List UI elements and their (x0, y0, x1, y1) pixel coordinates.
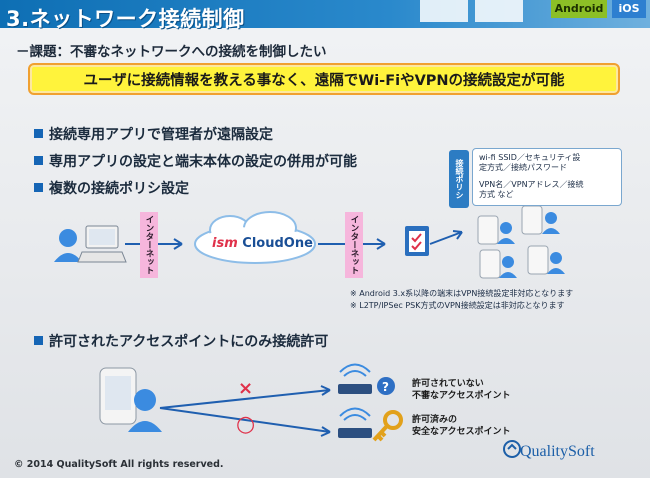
cloud-icon (194, 211, 316, 264)
deny-label-line: 不審なアクセスポイント (412, 391, 511, 401)
highlight-banner: ユーザに接続情報を教える事なく、遠隔でWi-FiやVPNの接続設定が可能 (28, 63, 620, 95)
cloudone-logo: ism CloudOne (212, 236, 313, 251)
untrusted-access-point-icon: ? (338, 363, 395, 395)
mobile-user-icon (99, 367, 162, 432)
policy-clipboard-icon (405, 226, 429, 256)
policy-callout: wi-fi SSID／セキュリティ設 定方式／接続パスワード VPN名／VPNア… (472, 148, 622, 206)
policy-line: 定方式／接続パスワード (479, 163, 567, 172)
policy-line: wi-fi SSID／セキュリティ設 (479, 153, 581, 162)
access-heading: 許可されたアクセスポイントにのみ接続許可 (34, 331, 328, 351)
policy-tag: 接続ポリシ (449, 150, 469, 208)
internet-label-left: インターネット (140, 212, 158, 278)
trusted-access-point-icon (338, 407, 403, 442)
note-android: ※ Android 3.x系以降の端末はVPN接続設定非対応となります (350, 289, 574, 298)
note-l2tp: ※ L2TP/IPSec PSK方式のVPN接続設定は非対応となります (350, 301, 565, 310)
subtitle: －課題：不審なネットワークへの接続を制御したい (16, 44, 327, 60)
cloudone-name: CloudOne (242, 236, 313, 251)
allow-label-line: 許可済みの (412, 415, 458, 425)
policy-line: VPN名／VPNアドレス／接続 (479, 180, 584, 189)
slide-title: 3.ネットワーク接続制御 (6, 7, 245, 31)
deny-mark: × (238, 378, 254, 399)
internet-label-right: インターネット (345, 212, 363, 278)
header-decoration (475, 0, 523, 22)
title-bar (0, 0, 650, 28)
android-tag: Android (551, 0, 607, 18)
bullet-item: 専用アプリの設定と端末本体の設定の併用が可能 (34, 151, 357, 171)
cloudone-prefix: ism (212, 236, 238, 251)
allow-mark: ○ (236, 412, 256, 437)
copyright: © 2014 QualitySoft All rights reserved. (14, 459, 224, 470)
allow-label-line: 安全なアクセスポイント (412, 427, 511, 437)
bullet-item: 複数の接続ポリシ設定 (34, 178, 189, 198)
policy-line: 方式 など (479, 190, 514, 199)
qualitysoft-logo: QualitySoft (520, 443, 595, 460)
bullet-item: 接続専用アプリで管理者が遠隔設定 (34, 124, 273, 144)
header-decoration (420, 0, 468, 22)
deny-label-line: 許可されていない (412, 379, 484, 389)
managed-devices-icon (477, 205, 565, 279)
ios-tag: iOS (612, 0, 646, 18)
connection-lines (159, 385, 331, 437)
admin-user-icon (54, 225, 127, 263)
logo-mark-icon (503, 440, 521, 458)
banner-text: ユーザに接続情報を教える事なく、遠隔でWi-FiやVPNの接続設定が可能 (83, 73, 565, 89)
svg-text:?: ? (382, 380, 389, 394)
